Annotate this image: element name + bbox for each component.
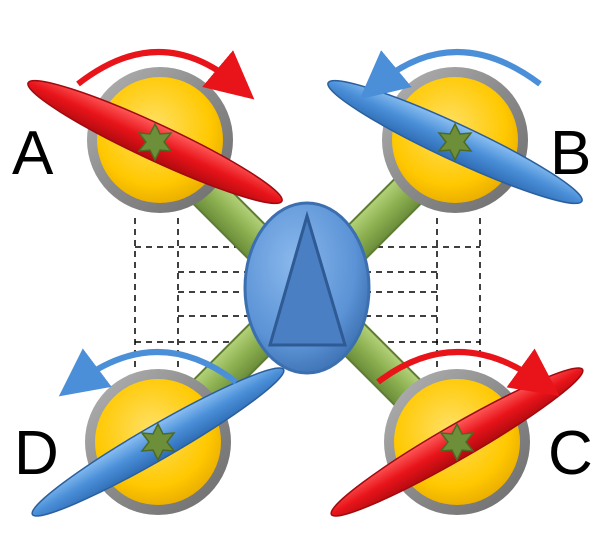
- motor-star-icon: [137, 122, 173, 162]
- rotor-d: [31, 348, 285, 517]
- rotor-label-a: A: [12, 119, 54, 188]
- rotor-label-b: B: [550, 119, 591, 188]
- rotor-a: [27, 49, 283, 213]
- motor-star-icon: [437, 122, 473, 162]
- rotor-c: [330, 348, 584, 517]
- rotor-label-d: D: [14, 419, 59, 488]
- rotor-label-c: C: [548, 419, 593, 488]
- rotor-b: [327, 49, 583, 213]
- motor-star-icon: [140, 422, 176, 462]
- spin-arrow-c-icon: [376, 348, 560, 397]
- motor-star-icon: [439, 422, 475, 462]
- spin-arrow-a-icon: [76, 49, 255, 100]
- spin-arrow-b-icon: [359, 49, 542, 100]
- central-hub: [243, 201, 371, 375]
- dashed-frame: [134, 218, 481, 368]
- spin-arrow-d-icon: [58, 348, 238, 397]
- direction-triangle-icon: [268, 210, 348, 347]
